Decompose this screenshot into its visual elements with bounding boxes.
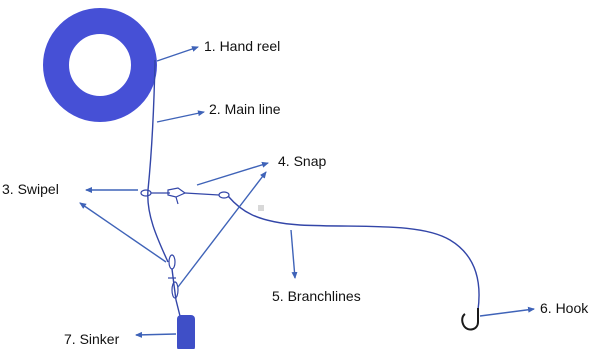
label-main-line: 2. Main line <box>209 101 281 117</box>
arrow-snap-b <box>177 171 267 288</box>
snap-tail <box>175 196 179 205</box>
snap-ring <box>218 191 230 199</box>
swivel-lower <box>168 254 176 270</box>
arrow-swipel-b <box>79 202 167 263</box>
arrow-branchlines <box>290 229 298 279</box>
swivel-bottom <box>171 281 179 299</box>
sinker <box>177 315 195 349</box>
speck <box>258 205 264 211</box>
snap-link <box>184 192 220 196</box>
main-line <box>147 59 169 263</box>
hook-shape <box>461 308 479 331</box>
label-swipel: 3. Swipel <box>2 181 59 197</box>
arrow-hand-reel <box>156 46 199 62</box>
hand-reel <box>43 8 157 122</box>
label-snap: 4. Snap <box>278 153 327 169</box>
sinker-line <box>171 268 181 317</box>
branchline <box>227 195 480 311</box>
arrow-hook <box>479 306 535 317</box>
arrow-snap <box>196 161 269 186</box>
label-hand-reel: 1. Hand reel <box>204 38 281 54</box>
label-branchlines: 5. Branchlines <box>272 288 361 304</box>
swivel-upper <box>140 189 152 197</box>
label-hook: 6. Hook <box>540 300 589 316</box>
arrow-main-line <box>156 110 205 123</box>
label-sinker: 7. Sinker <box>64 331 120 347</box>
arrow-sinker <box>135 331 177 338</box>
snap <box>167 187 187 198</box>
